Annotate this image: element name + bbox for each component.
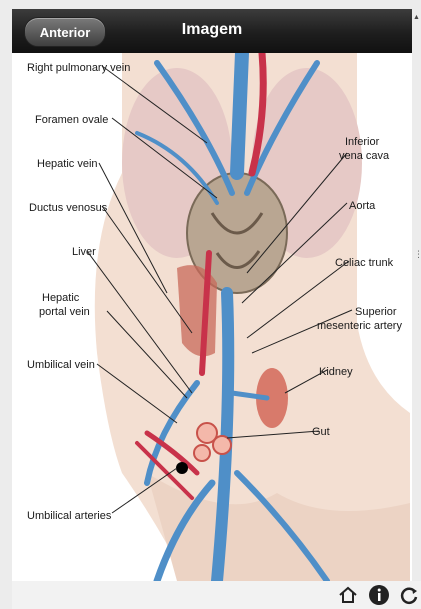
info-icon[interactable] [368, 584, 390, 606]
label-hepatic-vein: Hepatic vein [37, 158, 98, 170]
scroll-up-arrow-icon[interactable]: ▲ [413, 14, 421, 24]
label-ductus-venosus: Ductus venosus [29, 202, 108, 214]
label-foramen-ovale: Foramen ovale [35, 114, 108, 126]
label-umbilical-vein: Umbilical vein [27, 359, 95, 371]
navigation-bar: Anterior Imagem [12, 9, 412, 54]
bottom-toolbar [12, 581, 421, 609]
label-inferior-vena-cava-line1: Inferior [345, 136, 380, 148]
image-panel: Right pulmonary vein Foramen ovale Hepat… [12, 53, 412, 581]
label-gut: Gut [312, 426, 330, 438]
label-superior-mesenteric-artery-line2: mesenteric artery [317, 320, 402, 332]
liver [177, 265, 217, 356]
label-liver: Liver [72, 246, 96, 258]
label-hepatic-portal-vein-line1: Hepatic [42, 292, 80, 304]
scrollbar-grip-icon[interactable]: ⋮ [414, 250, 420, 264]
label-superior-mesenteric-artery-line1: Superior [355, 306, 397, 318]
label-aorta: Aorta [349, 200, 376, 212]
page-title: Imagem [12, 21, 412, 39]
refresh-icon[interactable] [398, 584, 420, 606]
home-icon[interactable] [337, 584, 359, 606]
label-kidney: Kidney [319, 366, 353, 378]
label-umbilical-arteries: Umbilical arteries [27, 510, 112, 522]
label-celiac-trunk: Celiac trunk [335, 257, 394, 269]
label-inferior-vena-cava-line2: vena cava [339, 150, 390, 162]
umbilicus-marker [176, 462, 188, 474]
label-hepatic-portal-vein-line2: portal vein [39, 306, 90, 318]
fetal-circulation-illustration: Right pulmonary vein Foramen ovale Hepat… [27, 53, 410, 581]
label-right-pulmonary-vein: Right pulmonary vein [27, 62, 130, 74]
